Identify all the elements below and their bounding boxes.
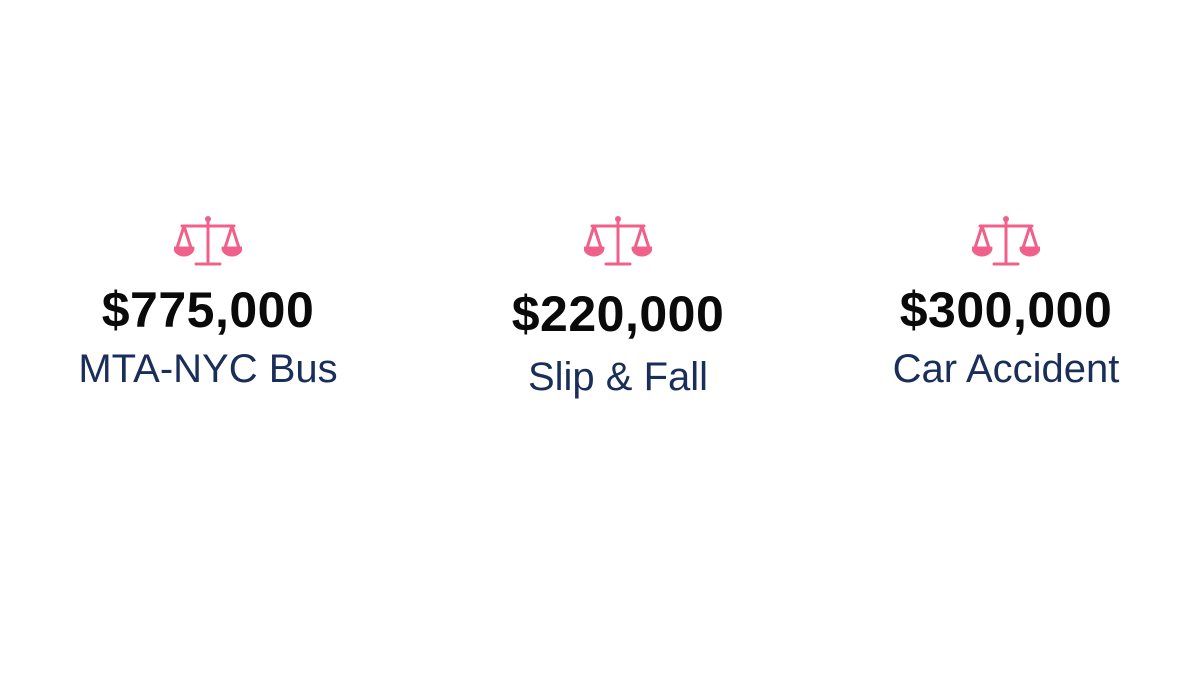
scales-of-justice-icon	[584, 212, 652, 270]
settlement-amount: $220,000	[511, 286, 725, 342]
settlement-amount: $300,000	[899, 282, 1113, 338]
case-type-label: MTA-NYC Bus	[78, 347, 338, 391]
settlement-amount: $775,000	[101, 282, 315, 338]
case-result-slip-and-fall: $220,000 Slip & Fall	[448, 212, 788, 402]
scales-of-justice-icon	[174, 212, 242, 270]
scales-of-justice-icon	[972, 212, 1040, 270]
case-type-label: Slip & Fall	[527, 355, 709, 399]
case-result-car-accident: $300,000 Car Accident	[836, 212, 1176, 394]
case-type-label: Car Accident	[892, 347, 1120, 391]
case-result-mta-nyc-bus: $775,000 MTA-NYC Bus	[38, 212, 378, 394]
